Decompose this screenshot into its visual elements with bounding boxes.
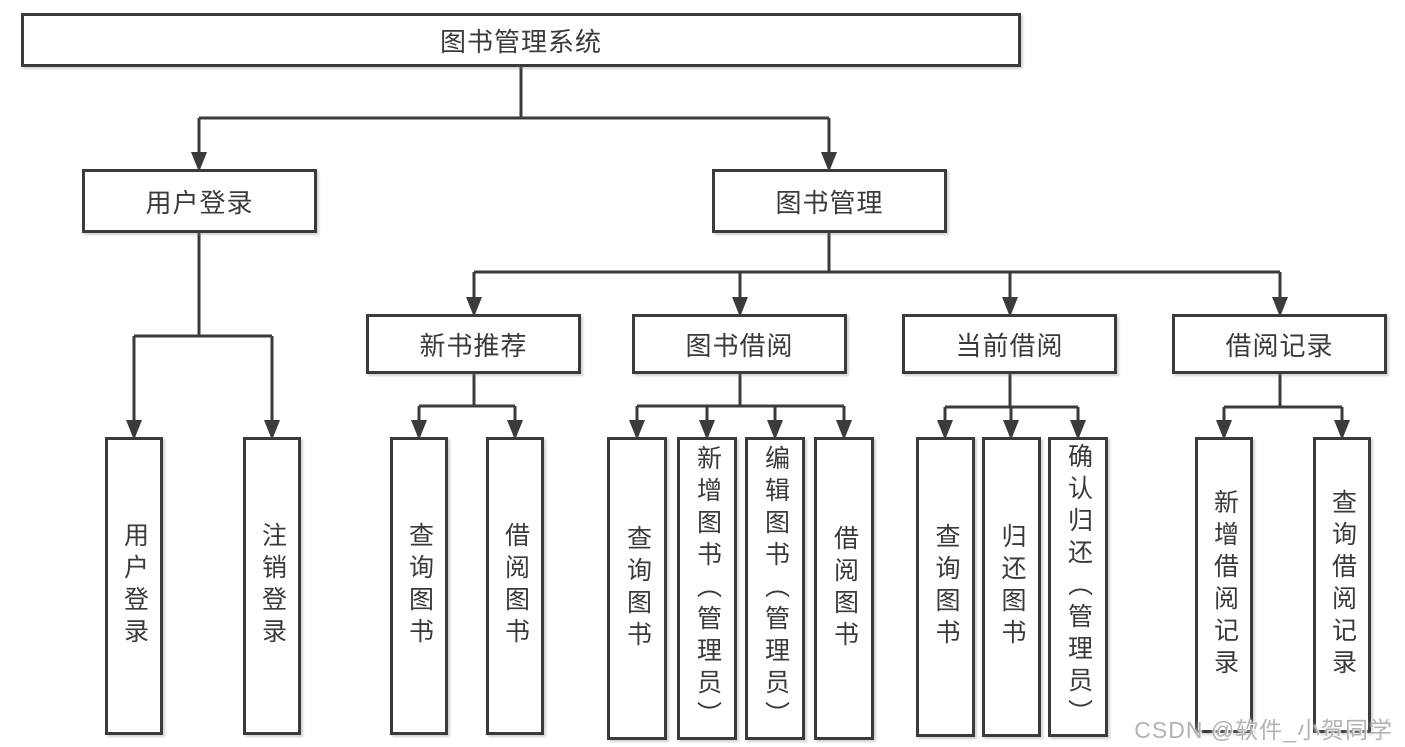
node-label: 借阅记录 [1225,330,1334,361]
node-label: 查询图书 [405,522,434,650]
node-label: 借阅图书 [830,524,859,653]
node-label: 新增图书（管理员） [693,444,722,733]
node-label: 查询借阅记录 [1328,489,1357,681]
node-label: 用户登录 [145,187,254,218]
node-user-login: 用户登录 [82,169,317,233]
node-label: 用户登录 [120,522,149,650]
node-label: 查询图书 [623,524,652,653]
node-label: 新书推荐 [419,330,528,361]
node-label: 新增借阅记录 [1210,489,1239,681]
node-book-borrowing: 图书借阅 [632,314,847,374]
node-library-system: 图书管理系统 [21,13,1021,67]
node-borrowing-records: 借阅记录 [1172,314,1387,374]
node-current-borrowing: 当前借阅 [902,314,1117,374]
node-new-book-recommendation: 新书推荐 [366,314,581,374]
node-label: 查询图书 [932,523,960,651]
leaf-confirm-return-admin: 确认归还（管理员） [1048,437,1108,737]
leaf-borrow-books-2: 借阅图书 [814,437,874,740]
node-label: 归还图书 [998,523,1026,651]
node-label: 编辑图书（管理员） [761,444,790,733]
leaf-add-borrow-record: 新增借阅记录 [1195,437,1253,733]
node-label: 图书管理系统 [439,26,602,57]
leaf-return-books: 归还图书 [982,437,1041,737]
node-label: 当前借阅 [955,330,1064,361]
csdn-watermark: CSDN @软件_小贺同学 [1134,717,1393,743]
node-label: 借阅图书 [501,522,530,650]
node-label: 图书借阅 [685,330,794,361]
leaf-edit-books-admin: 编辑图书（管理员） [745,437,805,740]
node-book-management: 图书管理 [712,169,947,233]
leaf-borrow-books: 借阅图书 [486,437,544,735]
leaf-user-login: 用户登录 [105,437,163,735]
node-label: 图书管理 [775,187,884,218]
node-label: 注销登录 [258,522,287,650]
leaf-query-books-3: 查询图书 [916,437,975,737]
node-label: 确认归还（管理员） [1064,443,1093,731]
leaf-add-books-admin: 新增图书（管理员） [677,437,737,740]
leaf-query-books-2: 查询图书 [607,437,667,740]
leaf-query-borrow-record: 查询借阅记录 [1313,437,1371,733]
leaf-query-books: 查询图书 [390,437,448,735]
leaf-logout-login: 注销登录 [243,437,301,735]
